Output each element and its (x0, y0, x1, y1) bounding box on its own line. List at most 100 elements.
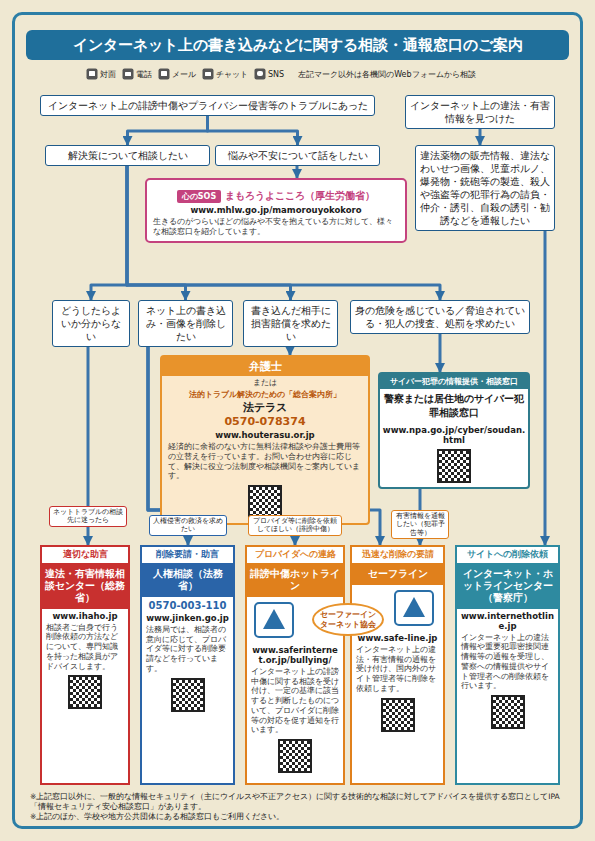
legend-text: チャット (216, 69, 248, 80)
legend-text: 対面 (100, 69, 116, 80)
service-box: 適切な助言違法・有害情報相談センター（総務省） www.ihaho.jp 相談者ご自… (40, 545, 130, 785)
node-text-url: www.safe-line.jp (352, 633, 443, 643)
node-text-qt: 悩みや不安について話をしたい (220, 149, 375, 162)
flow-connector (128, 116, 208, 145)
legend-note: 左記マーク以外は各機関のWebフォームから相談 (298, 69, 475, 80)
node-text-url: www.ihaho.jp (42, 611, 128, 621)
node-text-ptag: 心のSOS (177, 190, 221, 203)
node-text-hdr: 弁護士 (162, 357, 368, 376)
legend-item: チャット (202, 68, 248, 80)
flow-connector (91, 166, 127, 300)
node-text-ti: 誹謗中傷ホットライン (247, 565, 343, 597)
qr-code (437, 449, 471, 483)
question-box: 悩みや不安について話をしたい (215, 145, 380, 166)
footnotes: ※上記窓口以外に、一般的な情報セキュリティ（主にウイルスや不正アクセス）に関する… (30, 792, 565, 821)
flow-connector (148, 347, 380, 545)
info-box: サイバー犯罪の情報提供・相談窓口警察または居住地のサイバー犯罪相談窓口www.n… (378, 372, 530, 489)
legend-item: 対面 (86, 68, 116, 80)
node-text-url: www.internethotline.jp (457, 611, 558, 631)
node-text-ct: 警察または居住地のサイバー犯罪相談窓口 (380, 389, 528, 423)
question-box: インターネット上の誹謗中傷やプライバシー侵害等のトラブルにあった (40, 95, 375, 116)
question-box: ネット上の書き込み・画像を削除したい (138, 300, 233, 347)
qr-code (248, 485, 282, 519)
node-text-url: www.mhlw.go.jp/mamorouyokokoro (153, 205, 399, 215)
node-text-body: 相談者ご自身で行う削除依頼の方法などについて、専門知識を持った相談員がアドバイス… (42, 623, 128, 672)
qr-code (68, 675, 102, 709)
node-text-body: インターネット上の違法・有害情報の通報を受け付け、国内外のサイト管理者等に削除を… (352, 645, 443, 694)
info-box: 心のSOS まもろうよこころ（厚生労働省） www.mhlw.go.jp/mamor… (145, 178, 407, 243)
node-text-url: www.saferinternet.or.jp/bullying/ (247, 645, 343, 665)
legend-icon (122, 68, 134, 80)
edge-label-tag: ネットトラブルの相談先に迷ったら (49, 506, 127, 527)
flow-connector (479, 129, 482, 145)
service-box: プロバイダへの連絡誹謗中傷ホットライン www.saferinternet.or.… (245, 545, 345, 785)
node-text-body: 生きるのがつらいほどの悩みや不安を抱えている方に対して、様々な相談窓口を紹介して… (153, 217, 399, 237)
node-text-ti: セーフライン (352, 565, 443, 585)
service-box: 削除要請・助言人権相談（法務省） 0570-003-110 www.jinken.g… (140, 545, 235, 785)
node-text-h: サイトへの削除依頼 (457, 547, 558, 565)
question-box: 解決策について相談したい (45, 145, 210, 166)
node-text-ti: 人権相談（法務省） (142, 565, 233, 597)
node-text-h: 迅速な削除の要請 (352, 547, 443, 565)
question-box: 書き込んだ相手に損害賠償を求めたい (243, 300, 338, 347)
node-text-body: インターネット上の違法情報や重要犯罪密接関連情報等の通報を受理し、警察への情報提… (457, 633, 558, 692)
node-text-body: インターネット上の誹謗中傷に関する相談を受け付け、一定の基準に該当すると判断した… (247, 667, 343, 735)
node-text-url: www.houterasu.or.jp (162, 430, 368, 440)
node-text-qt: 書き込んだ相手に損害賠償を求めたい (248, 304, 333, 343)
node-text-qt: 解決策について相談したい (50, 149, 205, 162)
footnote: ※上記窓口以外に、一般的な情報セキュリティ（主にウイルスや不正アクセス）に関する… (30, 792, 565, 812)
question-box: どうしたらよいか分からない (52, 300, 130, 347)
legend-icon (202, 68, 214, 80)
legend-row: 対面 電話 メール チャット SNS 左記マーク以外は各機関のWebフォームから相談 (86, 68, 546, 80)
footnote: ※上記のほか、学校や地方公共団体にある相談窓口もご利用ください。 (30, 812, 565, 822)
flow-connector (289, 347, 292, 355)
node-text-qt: インターネット上の誹謗中傷やプライバシー侵害等のトラブルにあった (45, 99, 370, 112)
node-text-qt: インターネット上の違法・有害情報を見つけた (410, 99, 550, 125)
flow-connector (439, 334, 442, 372)
qr-code (491, 695, 525, 729)
node-text-mata: または (162, 376, 368, 389)
node-text-h: 削除要請・助言 (142, 547, 233, 565)
node-text-lt: 法的トラブル解決のための「総合案内所」 (162, 389, 368, 400)
qr-code (278, 739, 312, 773)
legend-text: メール (172, 69, 196, 80)
node-text-h: 適切な助言 (42, 547, 128, 565)
node-text-qt: どうしたらよいか分からない (57, 304, 125, 343)
legend-item: 電話 (122, 68, 152, 80)
flow-connector (296, 166, 299, 178)
flow-connector (544, 231, 547, 545)
node-text-ti: インターネット・ホットラインセンター（警察庁） (457, 565, 558, 609)
node-text-url: www.jinken.go.jp (142, 613, 233, 623)
legend-icon (86, 68, 98, 80)
flow-connector (127, 166, 440, 300)
legend-text: 電話 (136, 69, 152, 80)
flow-connector (208, 116, 298, 145)
qr-code (381, 698, 415, 732)
info-box: 弁護士または法的トラブル解決のための「総合案内所」法テラス0570-078374… (160, 355, 370, 525)
legend-item: SNS (254, 68, 284, 80)
edge-label-tag: 人権侵害の救済を求めたい (149, 515, 227, 536)
node-text-ti: 違法・有害情報相談センター（総務省） (42, 565, 128, 609)
node-text-ptitle: まもろうよこころ（厚生労働省） (225, 189, 375, 203)
question-box: インターネット上の違法・有害情報を見つけた (405, 95, 555, 129)
question-box: 身の危険を感じている／脅迫されている・犯人の捜査、処罰を求めたい (350, 300, 530, 334)
node-text-qt: 身の危険を感じている／脅迫されている・犯人の捜査、処罰を求めたい (355, 304, 525, 330)
node-text-hdr2: サイバー犯罪の情報提供・相談窓口 (380, 374, 528, 389)
node-text-qt: ネット上の書き込み・画像を削除したい (143, 304, 228, 343)
node-text-lt2: 法テラス (162, 400, 368, 415)
legend-icon (254, 68, 266, 80)
diagram-title: インターネット上の書き込みなどに関する相談・通報窓口のご案内 (26, 30, 569, 60)
node-text-ph: 0570-003-110 (142, 600, 233, 611)
node-text-h: プロバイダへの連絡 (247, 547, 343, 565)
qr-code (171, 678, 205, 712)
node-text-body: 経済的に余裕のない方に無料法律相談や弁護士費用等の立替えを行っています。お問い合… (162, 442, 368, 481)
node-text-ov: セーファーインターネット協会 (318, 610, 378, 629)
service-box: 迅速な削除の要請セーフライン www.safe-line.jp インターネット上の違… (350, 545, 445, 785)
legend-icon (158, 68, 170, 80)
node-text-body: 法務局では、相談者の意向に応じて、プロバイダ等に対する削除要請などを行っています… (142, 625, 233, 674)
edge-label-tag: 有害情報を通報したい（犯罪予告等） (391, 510, 449, 539)
question-box: 違法薬物の販売情報、違法なわいせつ画像、児童ポルノ、爆発物・銃砲等の製造、殺人や… (415, 145, 555, 231)
edge-label-tag: プロバイダ等に削除を依頼してほしい（誹謗中傷） (248, 515, 342, 536)
node-text-qt: 違法薬物の販売情報、違法なわいせつ画像、児童ポルノ、爆発物・銃砲等の製造、殺人や… (420, 149, 550, 227)
node-text-url: www.npa.go.jp/cyber/soudan.html (380, 425, 528, 445)
